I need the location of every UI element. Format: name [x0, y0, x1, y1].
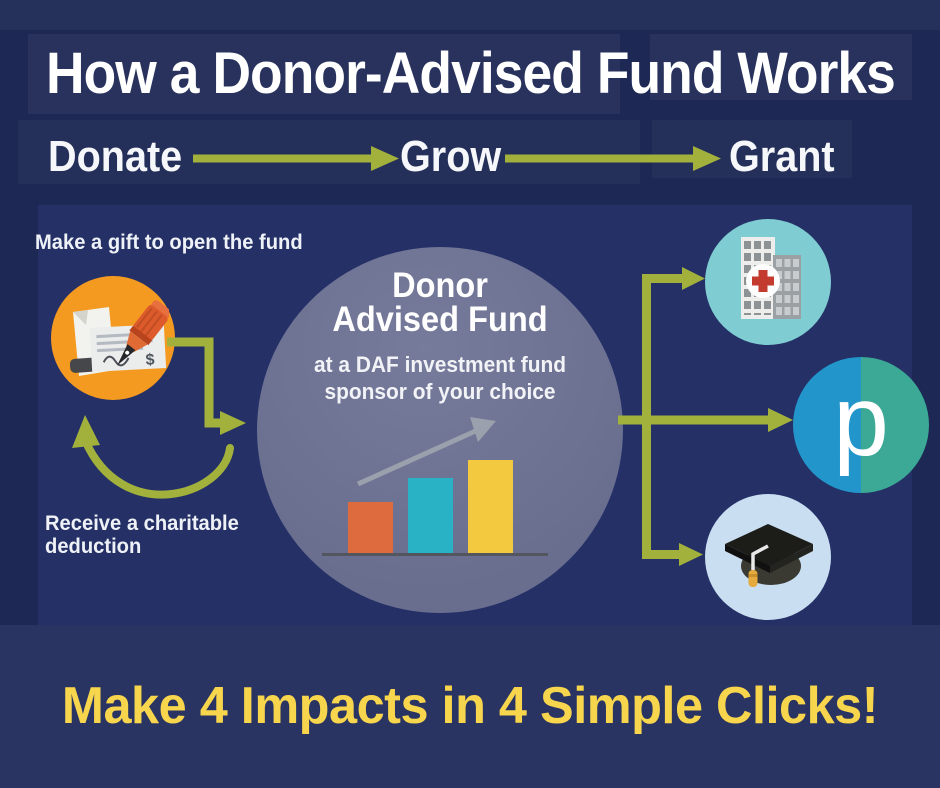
- top-strip: [0, 0, 940, 30]
- daf-circle: Donor Advised Fund at a DAF investment f…: [257, 247, 623, 613]
- growth-chart-icon: [322, 417, 548, 556]
- bar-3: [468, 460, 513, 555]
- gift-circle: $: [51, 276, 175, 400]
- daf-title: Donor Advised Fund: [332, 266, 548, 339]
- deduction-label: Receive a charitable deduction: [45, 512, 239, 558]
- title-backdrop: [28, 34, 620, 114]
- flow-arrow-icon: [505, 146, 721, 171]
- check-and-pen-icon: $: [69, 300, 169, 376]
- deduction-return-arrow: [72, 415, 234, 499]
- flow-step-donate: Donate: [48, 132, 183, 181]
- trend-arrow: [356, 426, 482, 487]
- graduation-cap-icon: [725, 524, 813, 587]
- daf-subtitle: at a DAF investment fund sponsor of your…: [314, 352, 566, 404]
- title-backdrop-right: [650, 34, 912, 100]
- footer-tagline: Make 4 Impacts in 4 Simple Clicks!: [61, 677, 879, 735]
- bar-1: [348, 502, 393, 555]
- nonprofit-logo-circle: p: [793, 357, 929, 493]
- flow-arrow-icon: [193, 146, 399, 171]
- pen-icon: [117, 300, 169, 366]
- hospital-icon: [741, 237, 801, 319]
- flow-backdrop-right: [652, 120, 852, 178]
- footer-band: [0, 625, 940, 788]
- bar-2: [408, 478, 453, 555]
- flow-backdrop: [18, 120, 640, 184]
- tassel: [748, 570, 758, 587]
- chart-baseline: [322, 553, 548, 556]
- gift-label: Make a gift to open the fund: [35, 231, 303, 254]
- flow-step-grow: Grow: [400, 132, 502, 181]
- nonprofit-logo-letter: p: [833, 365, 889, 477]
- grant-branch-arrows: [618, 267, 793, 566]
- education-circle: [705, 494, 831, 620]
- flow-step-grant: Grant: [729, 132, 835, 181]
- hospital-circle: [705, 219, 831, 345]
- dollar-sign: $: [145, 352, 155, 369]
- page-title: How a Donor-Advised Fund Works: [46, 41, 896, 106]
- gift-to-fund-arrow: [167, 337, 246, 435]
